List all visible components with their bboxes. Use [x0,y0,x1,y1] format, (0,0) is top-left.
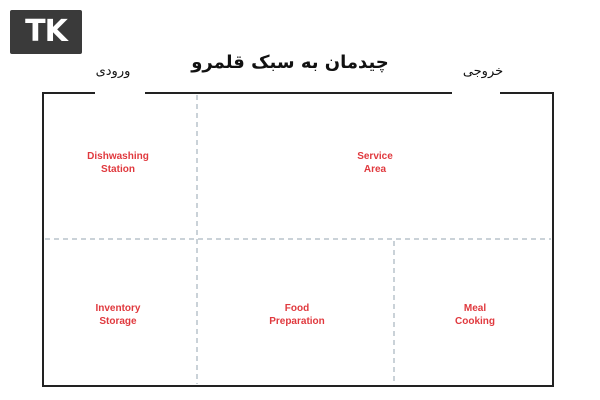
zone-label-line1: Service [357,151,393,162]
tk-logo: TK [10,10,82,54]
zone-label-line2: Area [363,164,387,175]
zone-label-line2: Preparation [269,316,325,327]
zone-label-line1: Inventory [95,303,141,314]
zone-label-line1: Dishwashing [87,151,149,162]
zone-service-area: Service Area [325,150,425,176]
zone-label-line1: Meal [463,303,487,314]
diagram-title: چیدمان به سبک قلمرو [191,52,389,73]
exit-label: خروجی [462,64,504,79]
logo-text: TK [25,14,68,49]
outer-wall [42,92,554,387]
zone-meal-cooking: Meal Cooking [425,302,525,328]
zone-food-preparation: Food Preparation [247,302,347,328]
zone-inventory-storage: Inventory Storage [68,302,168,328]
zone-label-line2: Storage [99,316,137,327]
zone-dishwashing-station: Dishwashing Station [68,150,168,176]
zone-label-line1: Food [284,303,310,314]
entry-label: ورودی [95,64,131,79]
zone-label-line2: Station [101,164,135,175]
zone-label-line2: Cooking [455,316,495,327]
